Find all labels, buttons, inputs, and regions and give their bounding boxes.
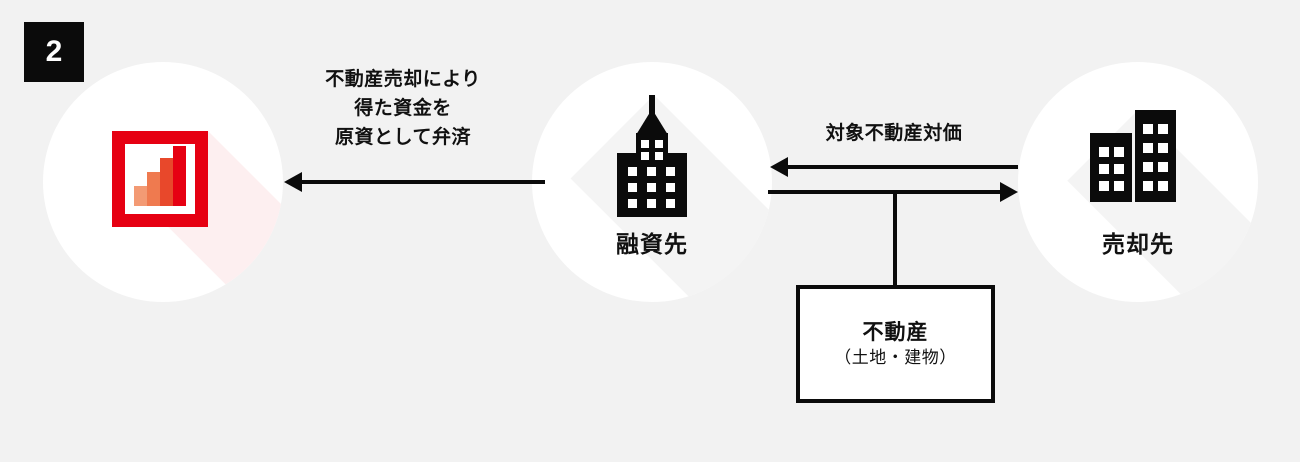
step-badge: 2	[24, 22, 84, 82]
skyscraper-icon	[609, 95, 695, 222]
property-box-subtitle: （土地・建物）	[834, 348, 957, 367]
bar-chart-frame-icon	[112, 131, 208, 227]
bar-chart-plate	[125, 144, 195, 214]
chart-bar-1	[134, 186, 147, 206]
chart-bar-3	[160, 158, 173, 206]
connector-line-to-property-box	[893, 192, 897, 285]
flow-caption-consideration: 対象不動産対価	[825, 123, 963, 144]
arrow-property-transfer-head-icon	[1000, 182, 1018, 202]
node-lender-asset	[43, 62, 283, 302]
node-label-buyer: 売却先	[1102, 231, 1174, 257]
arrow-consideration-line	[788, 165, 1018, 169]
two-buildings-icon	[1090, 110, 1186, 207]
arrow-repayment-head-icon	[284, 172, 302, 192]
chart-bar-2	[147, 172, 160, 206]
node-label-borrower: 融資先	[616, 231, 688, 257]
node-buyer: 売却先	[1018, 62, 1258, 302]
arrow-consideration-head-icon	[770, 157, 788, 177]
property-box: 不動産 （土地・建物）	[796, 285, 995, 403]
arrow-property-transfer-line	[768, 190, 1002, 194]
arrow-repayment-line	[300, 180, 545, 184]
node-borrower: 融資先	[532, 62, 772, 302]
flow-caption-repayment: 不動産売却により 得た資金を 原資として弁済	[325, 69, 481, 148]
property-box-title: 不動産	[862, 321, 929, 344]
chart-bar-4	[173, 146, 186, 206]
